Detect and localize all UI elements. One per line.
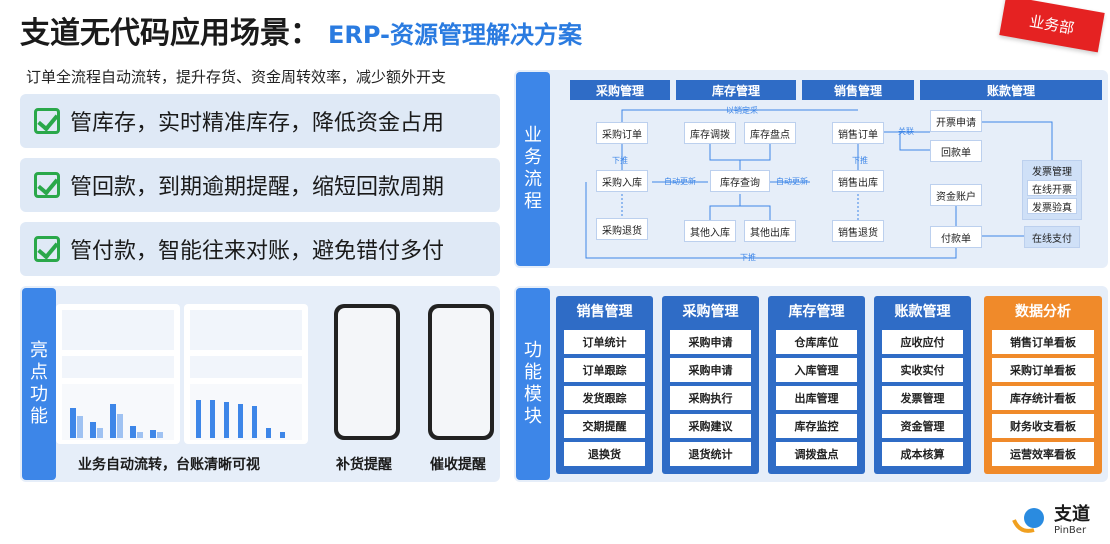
flow-header-purchase: 采购管理 — [570, 80, 670, 100]
flow-node-invoice-verify: 发票验真 — [1027, 198, 1077, 214]
highlights-label: 亮点功能 — [22, 288, 56, 480]
module-item: 调拨盘点 — [776, 442, 857, 466]
module-item: 应收应付 — [882, 330, 963, 354]
flow-label-auto: 自动更新 — [664, 177, 696, 186]
module-item: 财务收支看板 — [992, 414, 1094, 438]
flow-node-payment: 付款单 — [930, 226, 982, 248]
flow-node-other-out: 其他出库 — [744, 220, 796, 242]
module-item: 仓库库位 — [776, 330, 857, 354]
module-purchase: 采购管理 采购申请 采购申请 采购执行 采购建议 退货统计 — [662, 296, 759, 474]
logo-text-en: PinBer — [1054, 525, 1087, 536]
flow-node-transfer: 库存调拨 — [684, 122, 736, 144]
module-item: 出库管理 — [776, 386, 857, 410]
logo-icon — [1012, 507, 1044, 533]
flow-label-push: 下推 — [740, 253, 756, 262]
feature-inventory: 管库存，实时精准库存，降低资金占用 — [20, 94, 500, 148]
feature-receivables: 管回款，到期逾期提醒，缩短回款周期 — [20, 158, 500, 212]
module-analytics: 数据分析 销售订单看板 采购订单看板 库存统计看板 财务收支看板 运营效率看板 — [984, 296, 1102, 474]
module-item: 采购订单看板 — [992, 358, 1094, 382]
module-item: 运营效率看板 — [992, 442, 1094, 466]
flow-node-online-invoice: 在线开票 — [1027, 180, 1077, 196]
flow-header-inventory: 库存管理 — [676, 80, 796, 100]
tagline: 订单全流程自动流转，提升存货、资金周转效率，减少额外开支 — [26, 68, 447, 86]
highlight-caption-replenish: 补货提醒 — [336, 457, 392, 473]
flow-node-stocktake: 库存盘点 — [744, 122, 796, 144]
module-item: 退换货 — [564, 442, 645, 466]
module-item: 入库管理 — [776, 358, 857, 382]
highlight-caption-flow: 业务自动流转，台账清晰可视 — [78, 457, 260, 473]
module-item: 销售订单看板 — [992, 330, 1094, 354]
flow-label-auto: 自动更新 — [776, 177, 808, 186]
module-item: 采购执行 — [670, 386, 751, 410]
dashboard-screenshot-left — [56, 304, 180, 444]
flow-node-sales-out: 销售出库 — [832, 170, 884, 192]
flow-node-online-pay: 在线支付 — [1024, 226, 1080, 248]
flow-node-stock-query: 库存查询 — [710, 170, 770, 192]
module-item: 订单统计 — [564, 330, 645, 354]
feature-payables: 管付款，智能往来对账，避免错付多付 — [20, 222, 500, 276]
flow-header-sales: 销售管理 — [802, 80, 914, 100]
module-sales: 销售管理 订单统计 订单跟踪 发货跟踪 交期提醒 退换货 — [556, 296, 653, 474]
flow-label-push: 下推 — [612, 156, 628, 165]
module-inventory: 库存管理 仓库库位 入库管理 出库管理 库存监控 调拨盘点 — [768, 296, 865, 474]
flow-label: 业务流程 — [516, 72, 550, 266]
dashboard-screenshot-right — [184, 304, 308, 444]
module-item: 资金管理 — [882, 414, 963, 438]
check-icon — [34, 172, 60, 198]
module-item: 退货统计 — [670, 442, 751, 466]
flow-node-other-in: 其他入库 — [684, 220, 736, 242]
flow-node-receipt: 回款单 — [930, 140, 982, 162]
flow-node-sales-return: 销售退货 — [832, 220, 884, 242]
module-item: 采购申请 — [670, 330, 751, 354]
module-item: 发货跟踪 — [564, 386, 645, 410]
flow-label-bysales: 以销定采 — [726, 106, 758, 115]
module-item: 发票管理 — [882, 386, 963, 410]
page-subtitle: ERP-资源管理解决方案 — [328, 21, 583, 49]
module-item: 采购申请 — [670, 358, 751, 382]
module-item: 交期提醒 — [564, 414, 645, 438]
flow-node-sales-order: 销售订单 — [832, 122, 884, 144]
flow-node-purchase-order: 采购订单 — [596, 122, 648, 144]
module-accounts: 账款管理 应收应付 实收实付 发票管理 资金管理 成本核算 — [874, 296, 971, 474]
module-item: 实收实付 — [882, 358, 963, 382]
invoice-management-box: 发票管理 在线开票 发票验真 — [1022, 160, 1082, 220]
logo-text-cn: 支道 — [1054, 504, 1090, 525]
brand-logo: 支道 PinBer — [1010, 505, 1090, 536]
flow-label-relate: 关联 — [898, 127, 914, 136]
module-item: 成本核算 — [882, 442, 963, 466]
flow-node-purchase-in: 采购入库 — [596, 170, 648, 192]
page-title: 支道无代码应用场景：ERP-资源管理解决方案 — [20, 16, 583, 51]
phone-replenish — [334, 304, 400, 440]
module-item: 订单跟踪 — [564, 358, 645, 382]
highlight-caption-collection: 催收提醒 — [430, 457, 486, 473]
check-icon — [34, 236, 60, 262]
module-item: 采购建议 — [670, 414, 751, 438]
flow-node-purchase-return: 采购退货 — [596, 218, 648, 240]
flow-label-push: 下推 — [852, 156, 868, 165]
module-item: 库存统计看板 — [992, 386, 1094, 410]
flow-node-fund-account: 资金账户 — [930, 184, 982, 206]
flow-node-invoice-request: 开票申请 — [930, 110, 982, 132]
check-icon — [34, 108, 60, 134]
modules-label: 功能模块 — [516, 288, 550, 480]
module-item: 库存监控 — [776, 414, 857, 438]
flow-header-accounts: 账款管理 — [920, 80, 1102, 100]
phone-collection — [428, 304, 494, 440]
